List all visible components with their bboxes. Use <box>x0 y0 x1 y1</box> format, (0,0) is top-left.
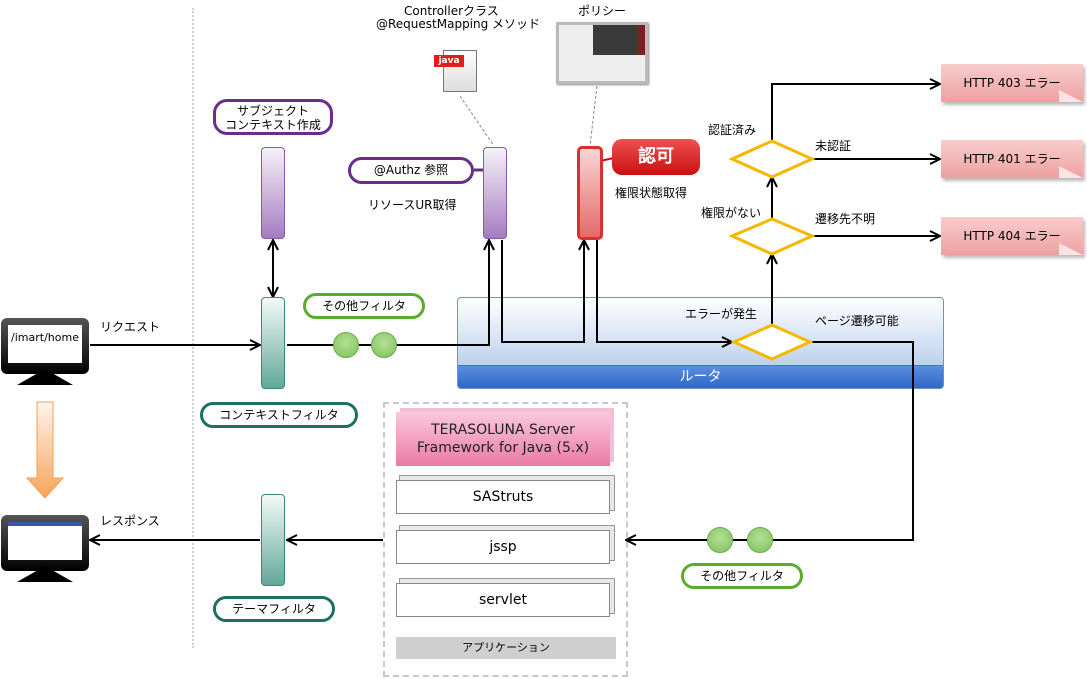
note-fold <box>1059 243 1083 255</box>
resource-uri-label: リソースUR取得 <box>368 198 457 212</box>
unauthenticated-label: 未認証 <box>815 139 852 153</box>
context-filter-pill: コンテキストフィルタ <box>200 402 358 428</box>
monitor-stand <box>17 566 73 582</box>
terasoluna-framework-layer: TERASOLUNA Server Framework for Java (5.… <box>396 412 610 466</box>
unknown-destination-label: 遷移先不明 <box>815 212 876 226</box>
client-monitor-response <box>1 515 89 571</box>
client-server-divider <box>192 8 194 648</box>
layer-jssp: jssp <box>396 530 610 564</box>
to-policy-arrow <box>501 240 584 343</box>
subject-context-bar <box>261 147 285 239</box>
filter-dot <box>333 332 359 358</box>
thumbnail-header <box>8 522 82 526</box>
filter-dot <box>707 527 733 553</box>
permission-state-label: 権限状態取得 <box>615 186 688 200</box>
request-label: リクエスト <box>100 320 161 334</box>
error-occurred-label: エラーが発生 <box>685 307 758 321</box>
other-filter-pill-top: その他フィルタ <box>303 293 425 319</box>
response-page-thumbnail <box>8 522 82 560</box>
layer-sastruts: SAStruts <box>396 480 610 514</box>
error-401-label: HTTP 401 エラー <box>963 152 1061 166</box>
layer-servlet: servlet <box>396 583 610 617</box>
resource-bar <box>483 147 507 239</box>
flow-down-arrow <box>25 401 65 499</box>
policy-label: ポリシー <box>578 4 627 18</box>
policy-table-thumbnail <box>556 22 648 84</box>
router-label: ルータ <box>458 365 943 388</box>
subject-context-pill: サブジェクト コンテキスト作成 <box>213 99 333 135</box>
note-fold <box>1059 166 1083 178</box>
decision-permission <box>728 217 816 256</box>
to-403-arrow <box>771 84 940 141</box>
to-application-arrow <box>626 341 914 540</box>
to-router-decision-arrow <box>596 240 732 342</box>
page-transition-ok-label: ページ遷移可能 <box>815 314 899 328</box>
context-filter-bar <box>261 297 285 389</box>
response-label: レスポンス <box>100 514 160 528</box>
controller-label-line2: @RequestMapping メソッド <box>376 17 541 31</box>
policy-header-dark <box>593 25 645 55</box>
error-403-label: HTTP 403 エラー <box>963 76 1061 90</box>
error-404-label: HTTP 404 エラー <box>963 229 1061 243</box>
decision-authenticated <box>728 139 816 179</box>
framework-line2: Framework for Java (5.x) <box>416 440 590 456</box>
application-label: アプリケーション <box>396 637 616 659</box>
controller-label-line1: Controllerクラス <box>404 4 499 18</box>
error-note-403: HTTP 403 エラー <box>941 64 1083 102</box>
java-tag: java <box>434 55 464 67</box>
note-fold <box>1059 90 1083 102</box>
theme-filter-bar <box>261 494 285 586</box>
authorization-badge: 認可 <box>612 139 700 175</box>
filter-dot <box>747 527 773 553</box>
error-note-404: HTTP 404 エラー <box>941 217 1083 255</box>
monitor-stand <box>17 369 73 385</box>
authz-reference-pill: @Authz 参照 <box>348 157 474 184</box>
request-url: /imart/home <box>8 325 82 363</box>
theme-filter-pill: テーマフィルタ <box>213 596 335 622</box>
authenticated-label: 認証済み <box>708 123 757 137</box>
policy-header-red <box>637 25 645 55</box>
controller-link <box>459 95 495 147</box>
no-permission-label: 権限がない <box>701 206 762 220</box>
authorization-bar <box>577 146 603 240</box>
client-monitor-request: /imart/home <box>1 318 89 374</box>
other-filter-pill-bottom: その他フィルタ <box>681 563 803 589</box>
framework-line1: TERASOLUNA Server <box>431 422 575 438</box>
decision-page-transition <box>730 323 814 361</box>
subject-line2: コンテキスト作成 <box>225 118 321 132</box>
filter-dot <box>371 332 397 358</box>
error-note-401: HTTP 401 エラー <box>941 140 1083 178</box>
subject-line1: サブジェクト <box>236 104 309 118</box>
policy-link <box>589 85 598 147</box>
